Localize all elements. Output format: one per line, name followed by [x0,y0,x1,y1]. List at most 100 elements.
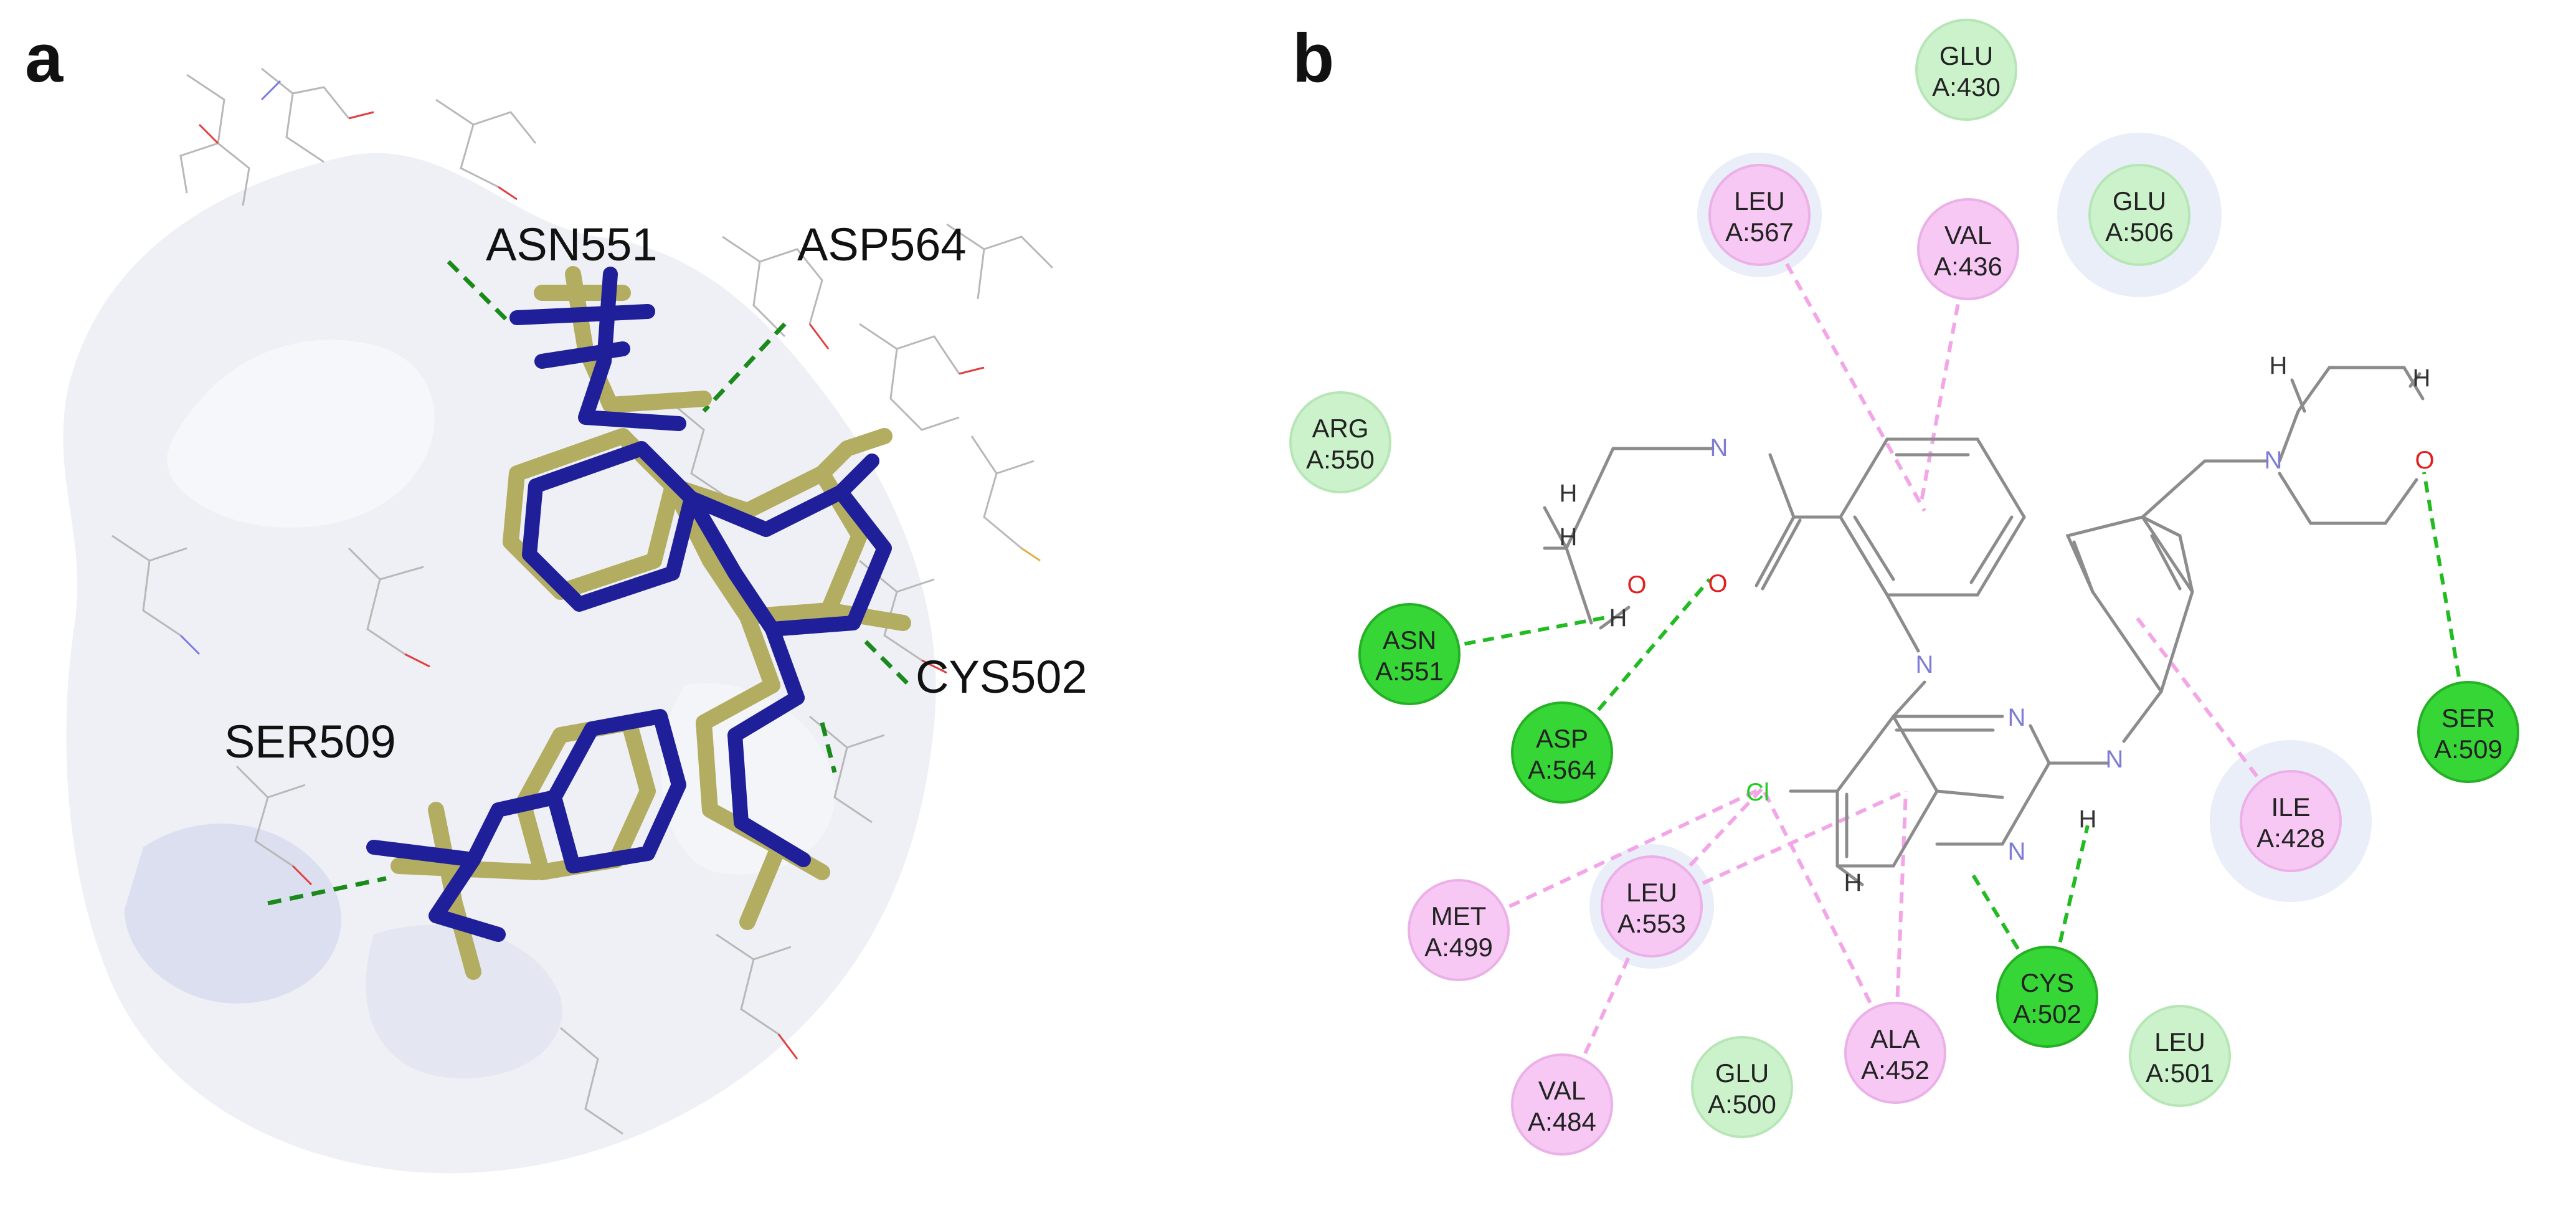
residue-disc [2417,681,2519,783]
hbond-line [2422,472,2470,733]
ligand-pose-blue [366,267,892,942]
residue-number: A:567 [1725,217,1794,247]
residue-disc [1708,164,1811,266]
label-asn551: ASN551 [486,219,658,270]
residue-number: A:430 [1932,72,2001,102]
atom-n-morph: N [2265,447,2283,474]
halos [1589,133,2372,969]
hydrophobic-line [1457,786,1764,932]
residue-name: CYS [2020,968,2074,997]
hydrophobic-line [1893,791,1908,1053]
atom-h-anil: H [2079,805,2097,833]
hbond-line [1409,615,1611,656]
residue-number: A:564 [1528,755,1596,784]
atom-h-hydroxyl: H [1609,604,1627,632]
residue-name: ILE [2271,792,2310,822]
residue-name: VAL [1538,1076,1586,1105]
residue-name: LEU [1734,186,1785,216]
residue-disc [1358,603,1461,705]
residue-disc [1601,855,1703,957]
ligand-skeleton [1543,366,2425,886]
label-asp564: ASP564 [797,219,967,270]
label-cys502: CYS502 [916,651,1087,703]
residue-number: A:484 [1528,1107,1596,1136]
hydrophobic-line [1650,786,1764,908]
residue-name: GLU [2113,186,2166,216]
hbond-line [1560,578,1712,754]
residue-name: GLU [1715,1058,1769,1088]
residue-name: LEU [2154,1027,2205,1057]
residue-wireframe [111,67,1054,1135]
residue-name: VAL [1944,221,1992,250]
residue-number: A:509 [2434,734,2503,764]
residue-number: A:551 [1375,657,1444,686]
atom-n-pyr2: N [2008,838,2026,865]
atom-o-hydroxyl: O [1627,571,1646,599]
hydrophobic-line [1761,787,1897,1054]
residue-number: A:452 [1861,1055,1930,1085]
residue-number: A:499 [1424,933,1493,962]
residue-number: A:506 [2105,217,2174,247]
residue-name: SER [2441,703,2495,733]
atom-n-pyr1: N [2008,704,2026,731]
residue-disc [2240,770,2342,872]
residue-disc [2088,164,2190,266]
residue-name: ASP [1536,724,1588,753]
residue-number: A:500 [1708,1090,1776,1119]
residue-disc [2129,1005,2231,1107]
hydrophobic-line [1650,789,1907,908]
residue-disc [1289,391,1391,493]
halo-ile428 [2210,740,2372,902]
hydrophobic-line [1758,214,1926,512]
residue-disc [1917,198,2019,300]
atom-o-morph: O [2415,447,2434,474]
atom-o-carbonyl: O [1708,570,1727,597]
interaction-lines [1409,214,2470,1106]
atom-n-link: N [1916,651,1934,678]
halo-leu553 [1589,844,1714,969]
residue-disc [1915,19,2017,121]
residue-name: GLU [1939,41,1993,70]
atom-cl: Cl [1746,779,1769,806]
hydrophobic-line [1560,905,1654,1106]
atom-labels: N O O H H H N N N Cl H N H N O H H [1560,352,2435,896]
hbond-line [1969,871,2049,998]
halo-glu506 [2057,133,2222,297]
residue-number: A:436 [1934,252,2002,281]
panel-b-letter: b [1292,20,1335,97]
residue-number: A:501 [2146,1058,2214,1088]
residue-disc [1511,1053,1613,1156]
atom-h-a: H [1560,480,1578,507]
residue-name: LEU [1626,878,1677,907]
hbond-line [2045,825,2090,997]
hbond-lines-3d [267,260,911,906]
atom-h-morph2: H [2413,364,2431,392]
label-ser509: SER509 [224,716,396,767]
residue-name: ALA [1870,1024,1920,1053]
residue-number: A:553 [1617,909,1686,938]
receptor-surface [63,153,936,1174]
residue-name: ARG [1312,414,1368,443]
atom-h-b: H [1560,523,1578,551]
panel-a-letter: a [25,20,64,97]
residue-number: A:502 [2013,999,2081,1029]
hydrophobic-line [1920,249,1970,502]
atom-n-amide: N [1710,434,1728,462]
atom-h-morph1: H [2270,352,2288,379]
residue-name: ASN [1383,625,1436,655]
